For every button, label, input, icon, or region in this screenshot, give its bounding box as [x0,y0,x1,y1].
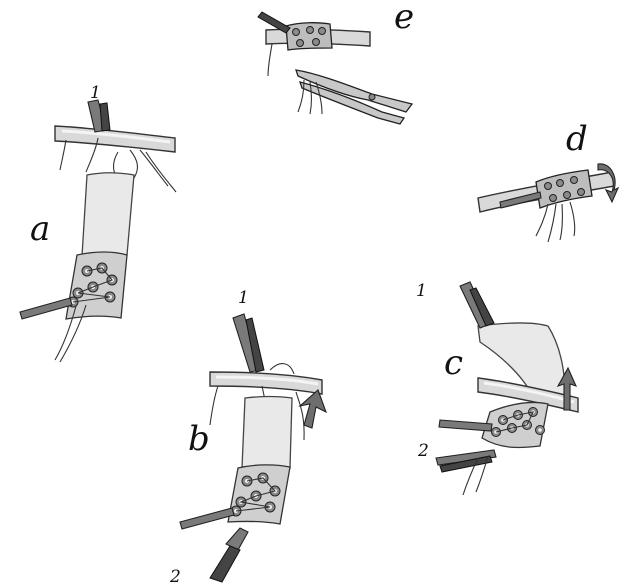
step-b-label: b [188,419,210,459]
step-b-strand-2-label: 2 [169,567,181,585]
step-e-illustration: e [258,0,414,124]
step-c-label: c [444,343,463,383]
step-b-illustration: b 1 2 [169,288,326,585]
step-e-label: e [394,0,414,37]
step-d-illustration: d [478,119,618,242]
step-a-illustration: a 1 [20,83,176,362]
step-a-strand-1-label: 1 [90,83,101,103]
step-d-label: d [566,119,588,159]
step-a-label: a [30,209,50,249]
step-c-strand-1-label: 1 [416,281,427,301]
step-c-strand-2-label: 2 [417,441,429,461]
step-c-illustration: c 1 2 [416,281,578,495]
step-b-strand-1-label: 1 [238,288,249,308]
